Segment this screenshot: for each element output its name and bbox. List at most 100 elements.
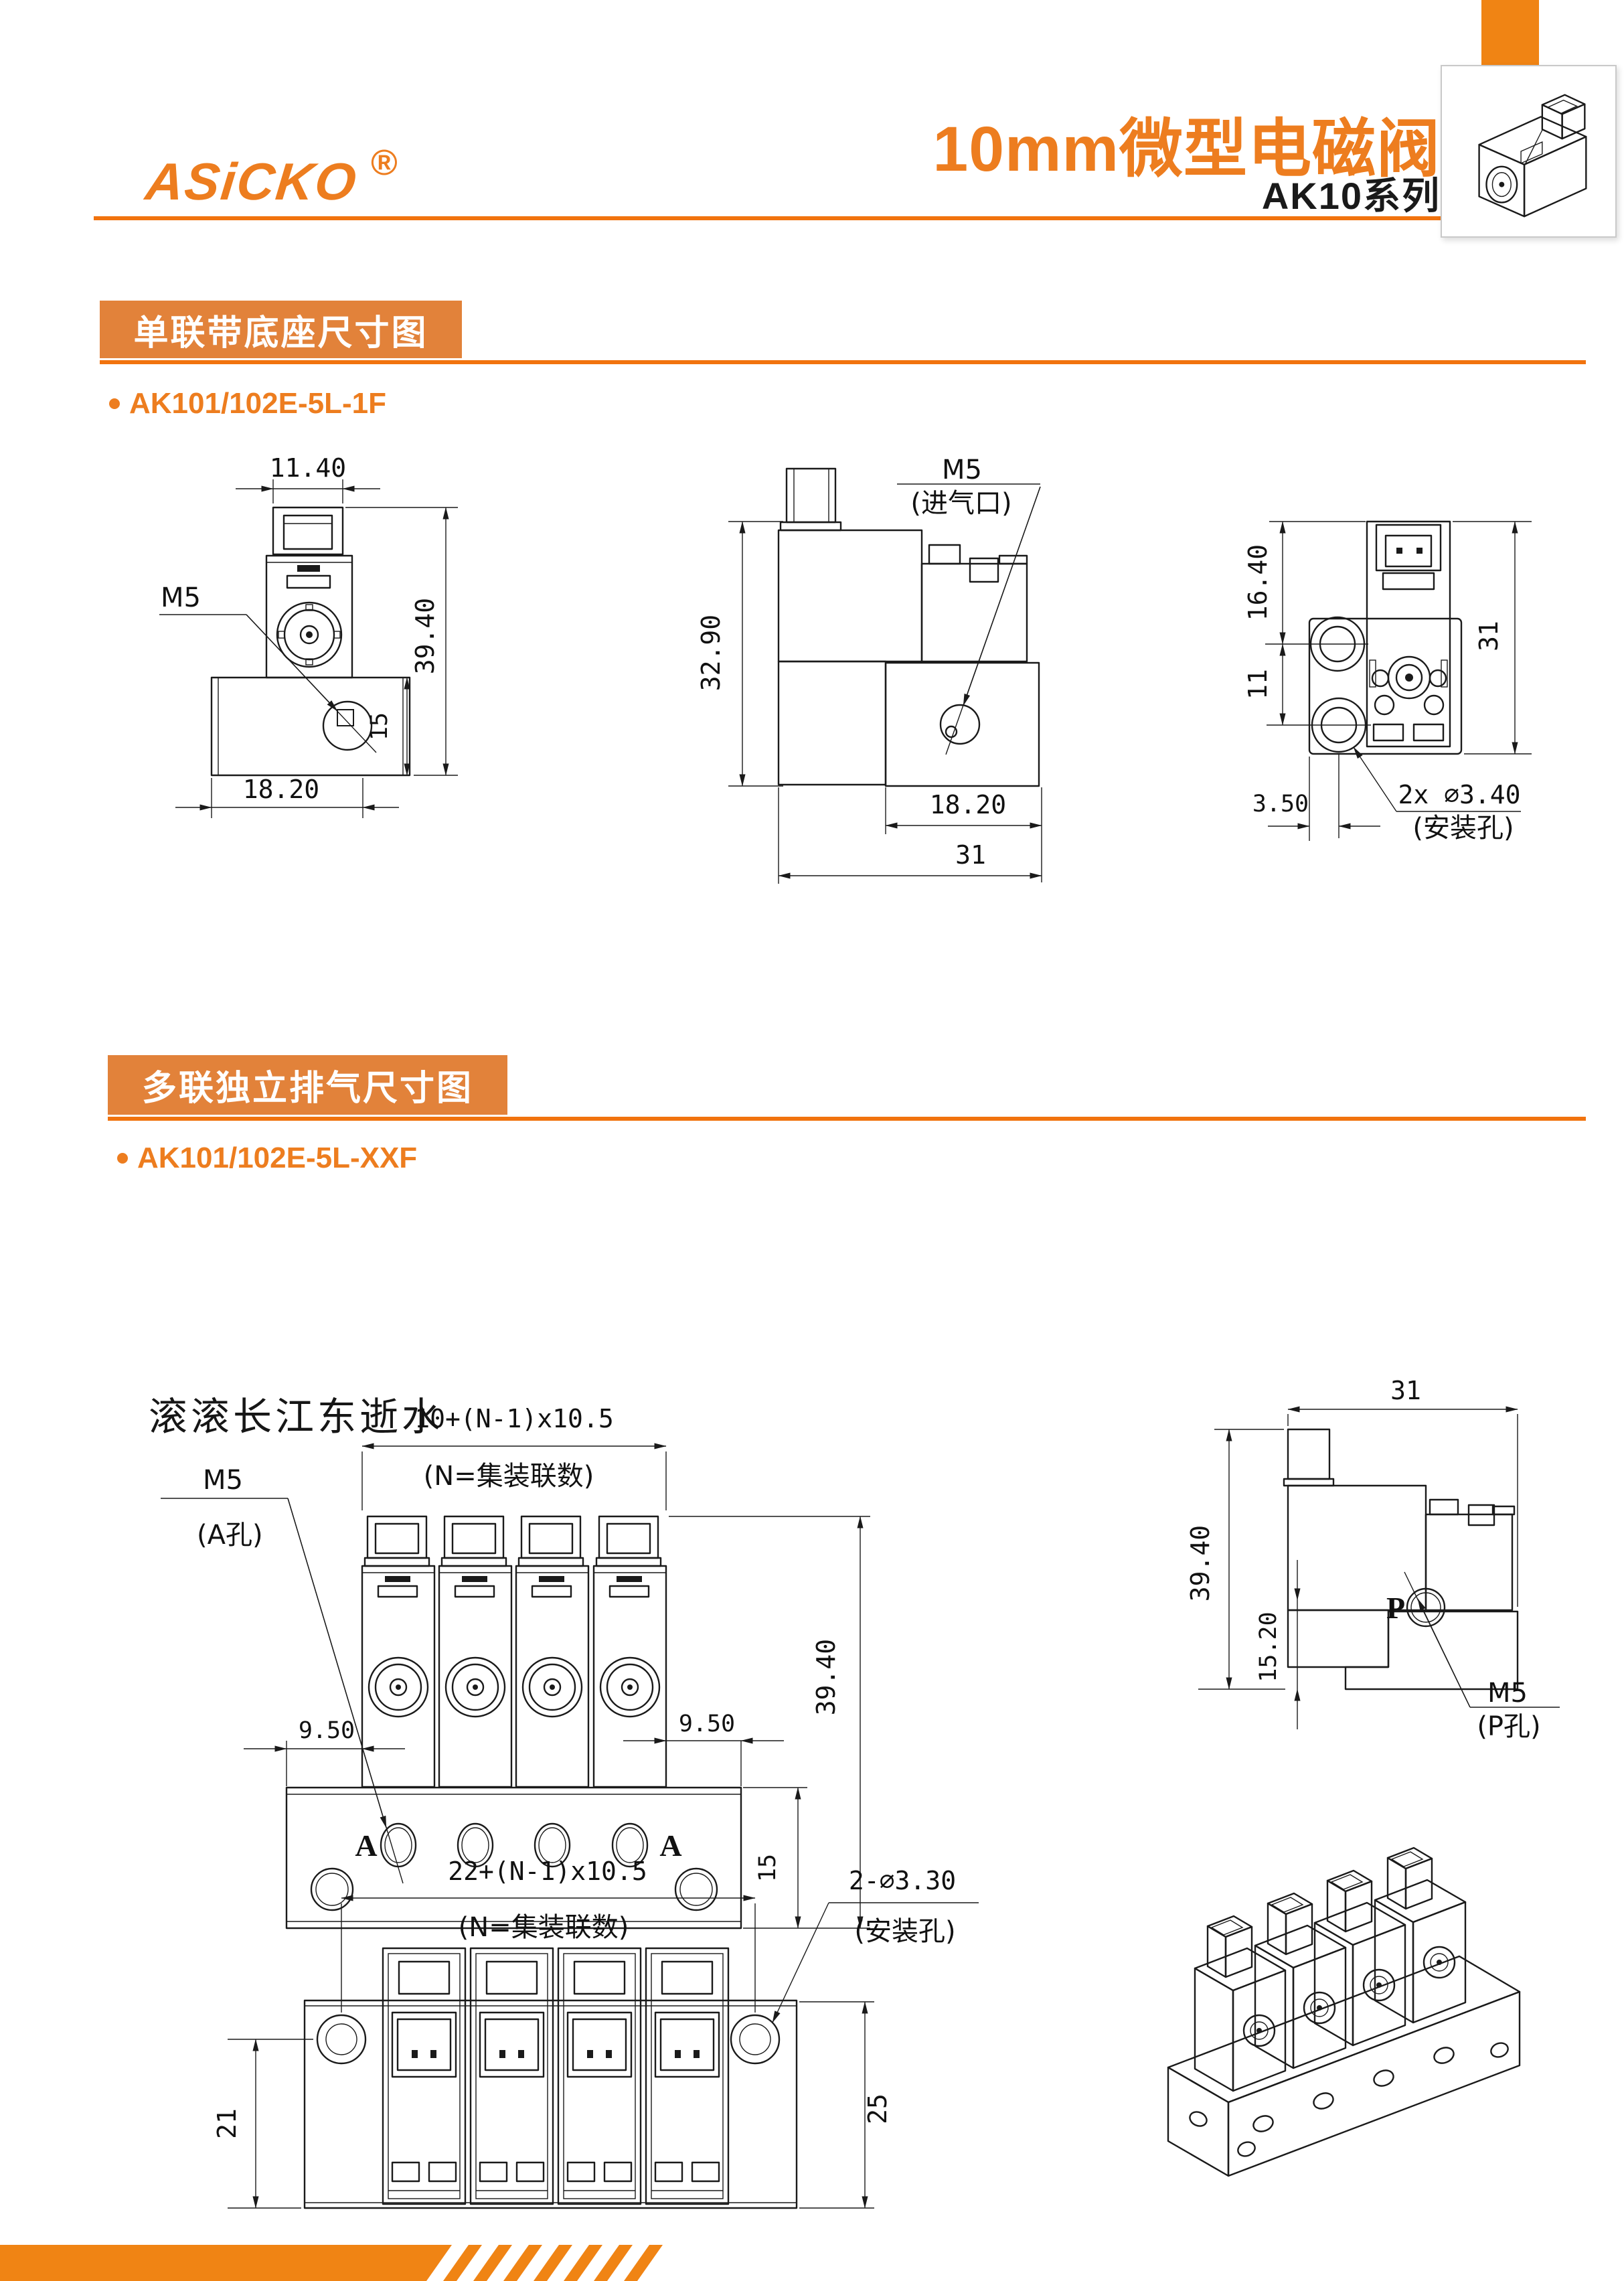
dim-width-top: 11.40 [236, 453, 380, 503]
dim-offset-left-value: 9.50 [299, 1717, 355, 1744]
footer-band [0, 2245, 663, 2281]
dim-base-height-value: 15 [754, 1854, 781, 1882]
dim-top: 16.40 [1243, 521, 1366, 645]
watermark-text: 滚滚长江东逝水 [149, 1394, 444, 1439]
valve-stations-top [382, 1947, 730, 2205]
dim-left: 21 [212, 2039, 313, 2209]
p-hole-note: (P孔) [1477, 1711, 1540, 1742]
dim-edge-offset: 3.50 [1252, 757, 1380, 841]
mount-hole-label: 2-∅3.30 [849, 1866, 956, 1895]
mount-hole-leader: 2x ∅3.40 (安装孔) [1353, 746, 1521, 844]
mount-hole-leader: 2-∅3.30 (安装孔) [772, 1866, 979, 2023]
dim-pitch-value: 10+(N-1)x10.5 [414, 1404, 613, 1433]
section-heading-single: 单联带底座尺寸图 [100, 301, 462, 358]
valve-3d-sketch [1478, 94, 1587, 218]
manifold-iso-drawing [1167, 1846, 1521, 2177]
product-photo-frame [1441, 65, 1617, 238]
dim-total-height: 39.40 [669, 1516, 870, 1929]
m5-port-label: M5 [161, 582, 201, 613]
dim-hole-pitch-value: 11 [1243, 669, 1273, 700]
m5-port-label: M5 [203, 1465, 243, 1496]
dim-base-width: 18.20 [175, 775, 399, 818]
brand-logo: ASiCKO ® [143, 143, 400, 212]
dim-right-value: 25 [863, 2094, 892, 2124]
dim-offset-right-value: 9.50 [679, 1711, 735, 1737]
dim-height-left: 39.40 [1186, 1429, 1285, 1690]
dim-depth-inner-value: 18.20 [930, 790, 1006, 819]
port-p-label: P [1386, 1591, 1405, 1625]
m5-inlet-leader: M5 (进气口) [897, 455, 1041, 755]
registered-trademark-icon: ® [371, 143, 400, 183]
multi-front-view-drawing: 滚滚长江东逝水 A A M5 (A孔) [149, 1394, 870, 1930]
mount-hole-note: (安装孔) [854, 1916, 955, 1947]
dim-pitch-value: 22+(N-1)x10.5 [448, 1857, 647, 1886]
multi-side-view-drawing: P 31 39.40 15.20 M5 (P孔) [1186, 1376, 1560, 1742]
dim-p-height: 15.20 [1255, 1560, 1301, 1729]
dim-height-value: 31 [1474, 621, 1504, 651]
dim-p-height-value: 15.20 [1255, 1611, 1282, 1682]
a-hole-note: (A孔) [197, 1520, 263, 1551]
model-line-single: AK101/102E-5L-1F [109, 387, 386, 420]
dim-total-height: 39.40 [345, 507, 458, 776]
dim-base-height: 15 [366, 677, 410, 776]
dim-hole-pitch: 11 [1243, 643, 1286, 726]
section-divider-single [100, 360, 1586, 364]
valve-front-outline [210, 506, 411, 777]
dim-depth-value: 31 [955, 840, 986, 870]
iso-valves [1194, 1846, 1467, 2092]
bullet-icon [117, 1153, 128, 1164]
valve-stations [361, 1515, 667, 1788]
single-side-view-drawing: M5 (进气口) 32.90 18.20 31 [696, 455, 1042, 884]
port-a-label-right: A [659, 1828, 681, 1863]
dim-depth-top: 31 [1287, 1376, 1518, 1607]
dim-edge-value: 3.50 [1252, 791, 1309, 817]
dim-base-height: 15 [743, 1787, 807, 1929]
single-front-view-drawing: M5 11.40 39.40 15 18.20 [159, 453, 458, 818]
footer-solid-band [0, 2245, 452, 2281]
product-valve-illustration [1478, 94, 1587, 218]
dim-right: 25 [799, 2001, 892, 2209]
m5-p-hole-leader: M5 (P孔) [1404, 1571, 1560, 1742]
dim-pitch: 10+(N-1)x10.5 (N=集装联数) [361, 1404, 667, 1510]
header-divider [94, 216, 1441, 220]
dim-height-value: 39.40 [1186, 1525, 1215, 1601]
dim-offset-left: 9.50 [244, 1717, 405, 1786]
section-divider-multi [108, 1117, 1586, 1121]
port-a-label-left: A [355, 1828, 377, 1863]
dim-total-height-value: 39.40 [811, 1639, 841, 1715]
pitch-note: (N=集装联数) [424, 1461, 594, 1492]
dim-depth-inner: 18.20 [885, 787, 1042, 882]
dim-base-height-value: 15 [366, 712, 393, 740]
brand-logo-text: ASiCKO [143, 152, 361, 211]
dim-depth-value: 31 [1390, 1376, 1421, 1405]
iso-base [1167, 1955, 1521, 2177]
bullet-icon [109, 398, 120, 409]
single-back-view-drawing: 16.40 11 31 3.50 2x ∅3.40 (安装孔) [1243, 520, 1532, 844]
dim-height: 32.90 [696, 521, 783, 787]
dim-width-value: 11.40 [270, 453, 346, 483]
dim-top-value: 16.40 [1243, 544, 1273, 621]
valve-back-outline [1366, 520, 1451, 748]
series-subtitle: AK10系列 [1261, 175, 1441, 217]
dim-pitch: 22+(N-1)x10.5 (N=集装联数) [341, 1857, 756, 2013]
dim-left-value: 21 [212, 2108, 242, 2139]
mount-plate [303, 1999, 798, 2209]
dim-base-width-value: 18.20 [243, 775, 319, 804]
page-title: 10mm微型电磁阀 [932, 114, 1441, 185]
m5-port-label: M5 [1487, 1678, 1528, 1709]
dim-height-value: 32.90 [696, 615, 726, 691]
dim-total-height-value: 39.40 [410, 598, 440, 674]
section-heading-multi: 多联独立排气尺寸图 [108, 1055, 507, 1115]
valve-side-outline: P [1283, 1428, 1519, 1690]
pitch-note: (N=集装联数) [459, 1912, 629, 1943]
dim-depth: 31 [778, 787, 1042, 884]
mount-hole-note: (安装孔) [1412, 813, 1514, 844]
model-number-multi: AK101/102E-5L-XXF [137, 1142, 418, 1174]
inlet-note: (进气口) [910, 488, 1011, 519]
footer-stripes [443, 2245, 663, 2281]
dim-height-right: 31 [1453, 521, 1532, 755]
model-number-single: AK101/102E-5L-1F [129, 387, 386, 420]
mount-hole-label: 2x ∅3.40 [1398, 780, 1520, 809]
model-line-multi: AK101/102E-5L-XXF [117, 1142, 417, 1175]
multi-top-view-drawing: 22+(N-1)x10.5 (N=集装联数) 2-∅3.30 (安装孔) 21 … [212, 1857, 979, 2209]
